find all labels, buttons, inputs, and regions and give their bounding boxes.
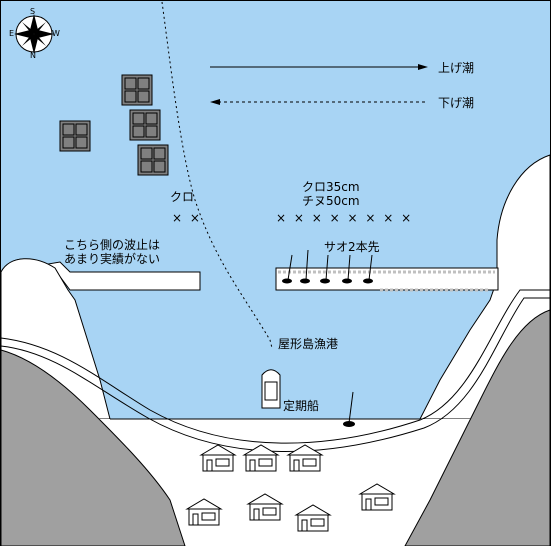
species-label-2: チヌ50cm [302,194,360,208]
fish-farm-raft-icon [59,120,91,152]
fishing-rod-icon [320,254,330,284]
left-catch-marks: × × [172,211,202,225]
right-catch-marks: × × × × × × × × [276,211,414,225]
species-label-1: クロ35cm [302,180,360,194]
fishing-rod-icon [363,254,373,284]
boundary-line [161,1,273,349]
boat-icon [261,369,281,409]
falling-tide-label: 下げ潮 [438,96,475,110]
fishing-rod-icon [282,254,293,284]
road-inner [0,297,550,452]
house-icon [185,498,223,526]
compass-north-label: N [30,51,36,60]
compass-west-label: W [52,29,60,38]
rising-tide-label: 上げ潮 [438,61,475,75]
fish-farm-raft-icon [129,109,161,141]
fishing-rod-icon [300,249,310,284]
house-icon [294,504,332,532]
fish-farm-raft-icon [137,144,169,176]
house-icon [358,483,396,511]
compass-south-label: S [30,7,36,16]
house-icon [199,444,237,472]
rising-tide-arrow [210,64,428,70]
house-icon [242,444,280,472]
rods-label: サオ2本先 [324,240,380,254]
house-icon [246,493,284,521]
breakwater-note-line-1: こちら側の波止は [64,238,161,252]
left-cliff [0,349,186,546]
left-species-label: クロ [170,190,195,204]
road-outer [0,289,550,444]
house-icon [286,444,324,472]
compass-rose-icon [14,14,54,54]
breakwater-note-line-2: あまり実績がない [64,252,161,266]
compass-east-label: E [9,29,15,38]
fishing-rod-icon [342,254,352,284]
falling-tide-arrow [210,99,428,105]
fish-farm-raft-icon [121,74,153,106]
port-name-label: 屋形島漁港 [278,337,339,351]
right-cliff [404,309,551,546]
ferry-label: 定期船 [283,399,320,413]
fishing-rod-icon [343,391,355,427]
